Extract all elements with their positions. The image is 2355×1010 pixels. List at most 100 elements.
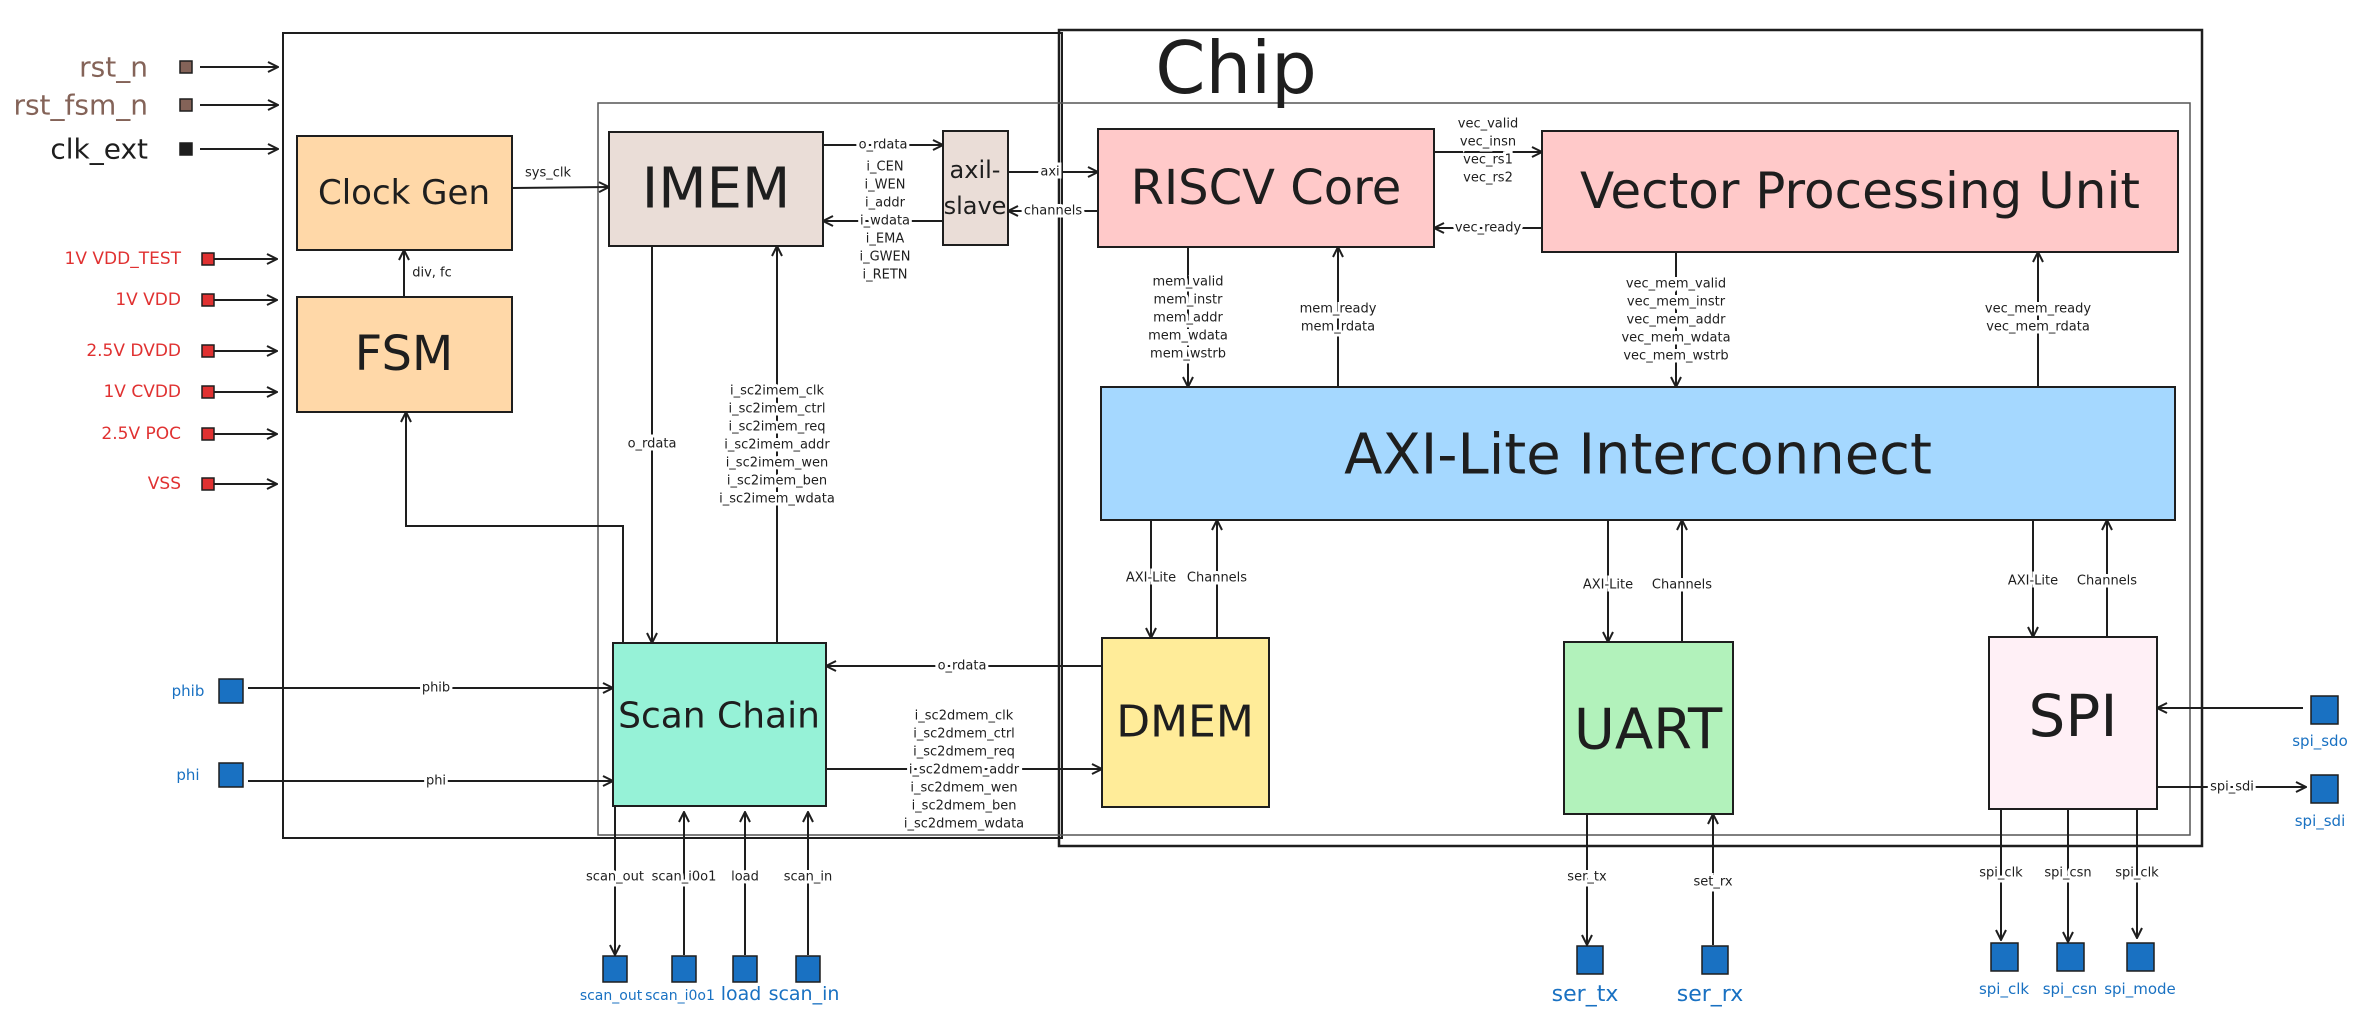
power-pin-label: VSS [148, 474, 181, 494]
imem-input-signal: i_EMA [866, 232, 905, 247]
vec-mem-in-signal: vec_mem_rdata [1986, 320, 2090, 335]
pin-load-pad[interactable] [732, 955, 758, 983]
vec-mem-out-signal: vec_mem_valid [1626, 277, 1726, 292]
pin-label: clk_ext [50, 133, 148, 166]
pin-label: scan_in [769, 983, 840, 1005]
pin-label: ser_rx [1677, 982, 1744, 1007]
pin-label: phi [176, 766, 199, 784]
sc2dmem-signal: i_sc2dmem_wdata [904, 817, 1024, 832]
sc2dmem-signal: i_sc2dmem_ctrl [913, 727, 1015, 742]
sc2imem-signal: i_sc2imem_clk [730, 384, 824, 399]
pin-scan_out-pad[interactable] [602, 955, 628, 983]
imem-to-scan-o-rdata-label: o_rdata [628, 437, 677, 452]
multi-line-signal-labels: i_CENi_WENi_addri_wdatai_EMAi_GWENi_RETN… [583, 114, 2162, 888]
pin-label: load [721, 983, 762, 1005]
uart-block[interactable]: UART [1563, 641, 1734, 815]
pin-rst_n-pad[interactable] [179, 60, 193, 74]
imem-block[interactable]: IMEM [608, 131, 824, 247]
power-pin-pad[interactable] [201, 252, 215, 266]
clock-gen-block[interactable]: Clock Gen [296, 135, 513, 251]
chip-frame [1057, 28, 2204, 848]
sc2dmem-signal: i_sc2dmem_clk [915, 709, 1014, 724]
mem-in-signal: mem_rdata [1301, 320, 1375, 335]
scan-wire-label: scan_i0o1 [652, 870, 717, 885]
pin-ser_rx-pad[interactable] [1701, 945, 1729, 975]
pin-label: rst_n [79, 51, 148, 84]
vec-ready-label: vec_ready [1455, 221, 1522, 236]
spi-label: SPI [2029, 682, 2118, 750]
imem-input-signal: i_wdata [860, 214, 910, 229]
dmem-channels-label: Channels [1187, 571, 1247, 586]
pin-scan_i0o1-pad[interactable] [671, 955, 697, 983]
vec-mem-in-signal: vec_mem_ready [1985, 302, 2091, 317]
dmem-o-rdata-label: o_rdata [938, 659, 987, 674]
power-pin-pad[interactable] [201, 385, 215, 399]
pin-spi_sdi-pad[interactable] [2310, 774, 2339, 804]
imem-input-signal: i_RETN [862, 268, 907, 283]
scan-wire-label: scan_in [784, 870, 832, 885]
vec-out-signal: vec_rs2 [1463, 171, 1513, 186]
scan-chain-block[interactable]: Scan Chain [612, 642, 827, 807]
axi-label: axi [1040, 165, 1059, 180]
wires [248, 145, 2306, 955]
pin-label: spi_sdo [2292, 732, 2348, 751]
pin-label: spi_clk [1979, 980, 2029, 999]
imem-input-signal: i_CEN [866, 160, 903, 175]
axi-interconnect-label: AXI-Lite Interconnect [1344, 423, 1932, 488]
dmem-block[interactable]: DMEM [1101, 637, 1270, 808]
dmem-axi-lite-label: AXI-Lite [1126, 571, 1176, 586]
pin-label: phib [172, 682, 205, 700]
mem-out-signal: mem_wstrb [1150, 347, 1226, 362]
core-frame-inner [597, 102, 2191, 836]
pin-scan_in-pad[interactable] [795, 955, 821, 983]
div-fc-label: div, fc [412, 266, 452, 281]
pin-spi_mode-pad[interactable] [2126, 942, 2155, 972]
sc2imem-signal: i_sc2imem_ben [727, 474, 827, 489]
axil-slave-label-2: slave [944, 192, 1007, 220]
spi-block[interactable]: SPI [1988, 636, 2158, 810]
power-pin-pad[interactable] [201, 477, 215, 491]
channels-label: channels [1024, 204, 1082, 219]
imem-input-signal: i_addr [865, 196, 906, 211]
mem-out-signal: mem_instr [1154, 293, 1224, 308]
power-pin-pad[interactable] [201, 293, 215, 307]
spi-wire-label: spi_csn [2044, 866, 2091, 881]
pin-spi_sdo-pad[interactable] [2310, 695, 2339, 725]
signal-labels: sys_clk div, fc o_rdata axi channels vec… [412, 135, 2257, 893]
spi-channels-label: Channels [2077, 574, 2137, 589]
pin-phi-pad[interactable] [218, 762, 244, 788]
vec-mem-out-signal: vec_mem_instr [1627, 295, 1726, 310]
axil-slave-block[interactable]: axil- slave [942, 130, 1009, 246]
pin-label: scan_i0o1 [645, 988, 715, 1004]
pin-label: spi_mode [2104, 980, 2176, 999]
sc2dmem-signal: i_sc2dmem_ben [912, 799, 1017, 814]
riscv-core-block[interactable]: RISCV Core [1097, 128, 1435, 248]
power-pin-label: 1V CVDD [103, 382, 181, 402]
sc2imem-signal: i_sc2imem_addr [724, 438, 830, 453]
sys-clk-label: sys_clk [525, 166, 571, 181]
pin-phib-pad[interactable] [218, 678, 244, 704]
vec-mem-out-signal: vec_mem_addr [1627, 313, 1727, 328]
clock-gen-label: Clock Gen [318, 173, 490, 213]
pin-clk_ext-pad[interactable] [179, 142, 193, 156]
pin-spi_clk-pad[interactable] [1990, 942, 2019, 972]
axi-lite-interconnect-block[interactable]: AXI-Lite Interconnect [1100, 386, 2176, 521]
power-pin-pad[interactable] [201, 344, 215, 358]
pin-label: spi_csn [2043, 980, 2098, 999]
mem-out-signal: mem_valid [1153, 275, 1224, 290]
fsm-block[interactable]: FSM [296, 296, 513, 413]
vector-processing-unit-block[interactable]: Vector Processing Unit [1541, 130, 2179, 253]
power-pin-pad[interactable] [201, 427, 215, 441]
sc2imem-signal: i_sc2imem_ctrl [729, 402, 826, 417]
dmem-label: DMEM [1116, 697, 1254, 748]
pin-spi_csn-pad[interactable] [2056, 942, 2085, 972]
pin-ser_tx-pad[interactable] [1576, 945, 1604, 975]
spi-wire-label: spi_clk [1979, 866, 2023, 881]
sc2dmem-signal: i_sc2dmem_req [913, 745, 1015, 760]
imem-input-signal: i_WEN [865, 178, 906, 193]
pin-rst_fsm_n-pad[interactable] [179, 98, 193, 112]
pin-label: ser_tx [1552, 982, 1619, 1007]
set-rx-wire-label: set_rx [1693, 875, 1732, 890]
pin-label: rst_fsm_n [13, 89, 148, 122]
